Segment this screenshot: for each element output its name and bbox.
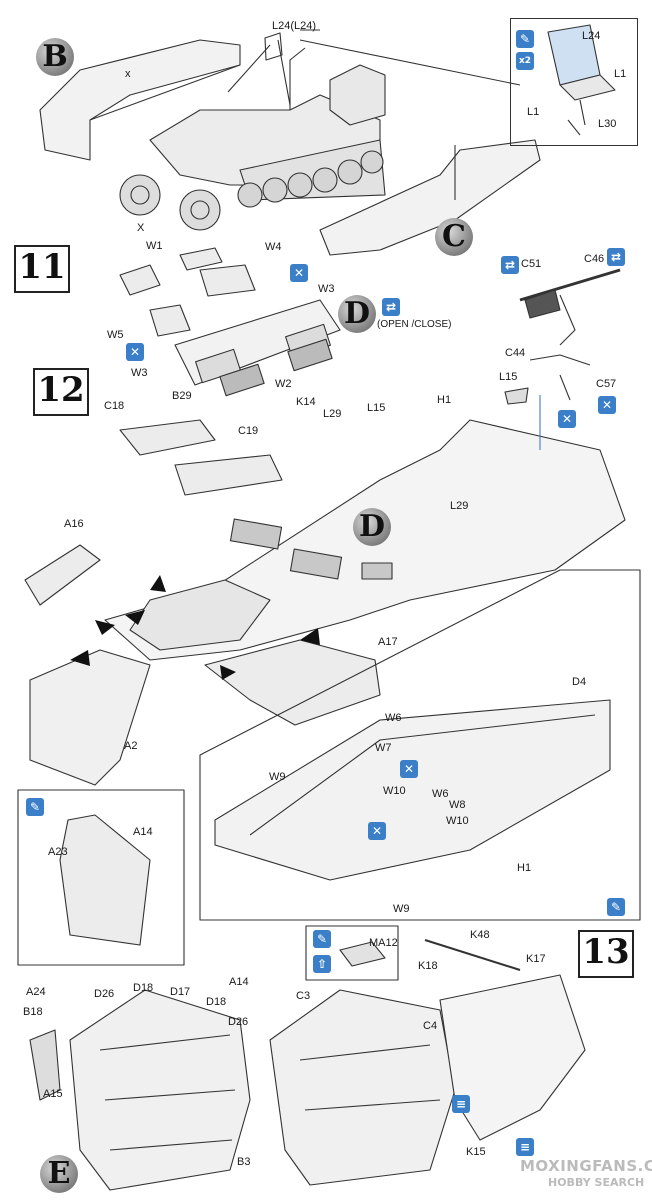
label-l15: L15 <box>367 402 386 414</box>
glue-icon: ✎ <box>607 898 625 916</box>
label-b3: B3 <box>237 1156 251 1168</box>
label-d26: D26 <box>94 988 115 1000</box>
label-d26: D26 <box>228 1016 249 1028</box>
label-k48: K48 <box>470 929 490 941</box>
cement-icon: ⇧ <box>313 955 331 973</box>
label-h1: H1 <box>517 862 532 874</box>
label-k17: K17 <box>526 953 546 965</box>
label-k15: K15 <box>466 1146 486 1158</box>
label-l24: L24 <box>582 30 601 42</box>
label-l1: L1 <box>614 68 627 80</box>
optional-icon: ✕ <box>290 264 308 282</box>
label-c57: C57 <box>596 378 617 390</box>
label-l24-pair: L24(L24) <box>272 20 317 32</box>
label-w9: W9 <box>393 903 410 915</box>
label-w3: W3 <box>131 367 148 379</box>
glue-icon: ✎ <box>26 798 44 816</box>
label-c19: C19 <box>238 425 259 437</box>
label-w7: W7 <box>375 742 392 754</box>
label-w4: W4 <box>265 241 282 253</box>
optional-icon: ✕ <box>400 760 418 778</box>
label-k14: K14 <box>296 396 316 408</box>
label-c4: C4 <box>423 1020 438 1032</box>
cement-icon: x2 <box>516 52 534 70</box>
label-l29: L29 <box>323 408 342 420</box>
step-12-box: 12 <box>33 368 89 416</box>
watermark-sub: HOBBY SEARCH <box>548 1176 645 1189</box>
label-a14: A14 <box>229 976 249 988</box>
label-c46: C46 <box>584 253 605 265</box>
label-w9: W9 <box>269 771 286 783</box>
label-w10: W10 <box>446 815 469 827</box>
section-d-marker: D <box>338 295 376 333</box>
label-a24: A24 <box>26 986 46 998</box>
optional-icon: ✕ <box>598 396 616 414</box>
paint-icon: ≡ <box>452 1095 470 1113</box>
label-x: X <box>137 222 145 234</box>
label-w3: W3 <box>318 283 335 295</box>
label-a23: A23 <box>48 846 68 858</box>
label-w2: W2 <box>275 378 292 390</box>
label-c44: C44 <box>505 347 526 359</box>
section-c-marker: C <box>435 218 473 256</box>
label-l15: L15 <box>499 371 518 383</box>
label-a2: A2 <box>124 740 138 752</box>
optional-icon: ✕ <box>558 410 576 428</box>
paint-icon: ⇄ <box>501 256 519 274</box>
step-11-box: 11 <box>14 245 70 293</box>
label-d4: D4 <box>572 676 587 688</box>
label-l1: L1 <box>527 106 540 118</box>
label-ma12: MA12 <box>369 937 398 949</box>
label-l30: L30 <box>598 118 617 130</box>
label-b18: B18 <box>23 1006 43 1018</box>
watermark: MOXINGFANS.COM <box>520 1157 652 1175</box>
paint-icon: ⇄ <box>607 248 625 266</box>
label-c3: C3 <box>296 990 311 1002</box>
label-a14: A14 <box>133 826 153 838</box>
section-b-marker: B <box>36 38 74 76</box>
label-c51: C51 <box>521 258 542 270</box>
label-x: x <box>125 68 131 80</box>
label-k18: K18 <box>418 960 438 972</box>
label-d17: D17 <box>170 986 191 998</box>
label-w6: W6 <box>385 712 402 724</box>
label-w8: W8 <box>449 799 466 811</box>
label-w6: W6 <box>432 788 449 800</box>
seat-detail-frame <box>510 18 638 146</box>
section-d-marker-step12: D <box>353 508 391 546</box>
step-13-box: 13 <box>578 930 634 978</box>
label-open-close: (OPEN /CLOSE) <box>377 319 452 330</box>
label-a15: A15 <box>43 1088 63 1100</box>
optional-icon: ✕ <box>126 343 144 361</box>
glue-icon: ✎ <box>313 930 331 948</box>
label-a16: A16 <box>64 518 84 530</box>
label-a17: A17 <box>378 636 398 648</box>
label-w10: W10 <box>383 785 406 797</box>
label-h1: H1 <box>437 394 452 406</box>
optional-icon: ✕ <box>368 822 386 840</box>
section-e-marker: E <box>40 1155 78 1193</box>
label-l29: L29 <box>450 500 469 512</box>
glue-icon: ✎ <box>516 30 534 48</box>
label-d18: D18 <box>206 996 227 1008</box>
label-b29: B29 <box>172 390 192 402</box>
paint-icon: ≡ <box>516 1138 534 1156</box>
label-w1: W1 <box>146 240 163 252</box>
label-w5: W5 <box>107 329 124 341</box>
label-c18: C18 <box>104 400 125 412</box>
label-d18: D18 <box>133 982 154 994</box>
paint-icon: ⇄ <box>382 298 400 316</box>
